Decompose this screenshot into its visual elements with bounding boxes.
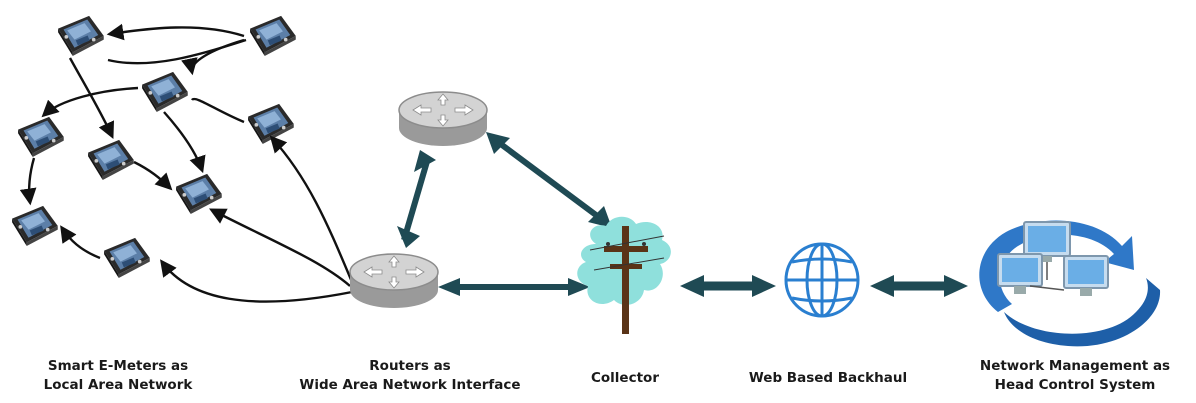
utility-pole-icon bbox=[577, 216, 671, 334]
caption-line: Wide Area Network Interface bbox=[299, 377, 521, 393]
caption-line: Web Based Backhaul bbox=[748, 370, 908, 386]
caption-line: Network Management as bbox=[979, 358, 1171, 374]
smart-meter-icon bbox=[104, 237, 150, 278]
management-caption: Network Management as Head Control Syste… bbox=[960, 357, 1190, 395]
router-icon bbox=[398, 91, 488, 147]
caption-line: Local Area Network bbox=[43, 377, 193, 393]
smart-meter-icon bbox=[88, 139, 134, 180]
networked-computers-icon bbox=[979, 220, 1161, 347]
smart-meter-icon bbox=[142, 71, 188, 112]
smart-meter-mesh bbox=[12, 15, 354, 303]
caption-line: Smart E-Meters as bbox=[47, 358, 189, 374]
smart-meter-icon bbox=[58, 15, 104, 56]
globe-icon bbox=[784, 242, 860, 318]
routers-caption: Routers as Wide Area Network Interface bbox=[280, 357, 540, 395]
backhaul-caption: Web Based Backhaul bbox=[728, 369, 928, 388]
router-icon bbox=[349, 253, 439, 309]
caption-line: Head Control System bbox=[994, 377, 1156, 393]
smart-meter-icon bbox=[12, 205, 58, 246]
smart-meter-icon bbox=[176, 173, 222, 214]
smart-meter-icon bbox=[250, 15, 296, 56]
smart-meter-icon bbox=[248, 103, 294, 144]
meters-caption: Smart E-Meters as Local Area Network bbox=[18, 357, 218, 395]
network-links bbox=[397, 132, 968, 297]
caption-line: Collector bbox=[591, 370, 659, 386]
caption-line: Routers as bbox=[369, 358, 451, 374]
smart-meter-icon bbox=[18, 116, 64, 157]
collector-caption: Collector bbox=[570, 369, 680, 388]
